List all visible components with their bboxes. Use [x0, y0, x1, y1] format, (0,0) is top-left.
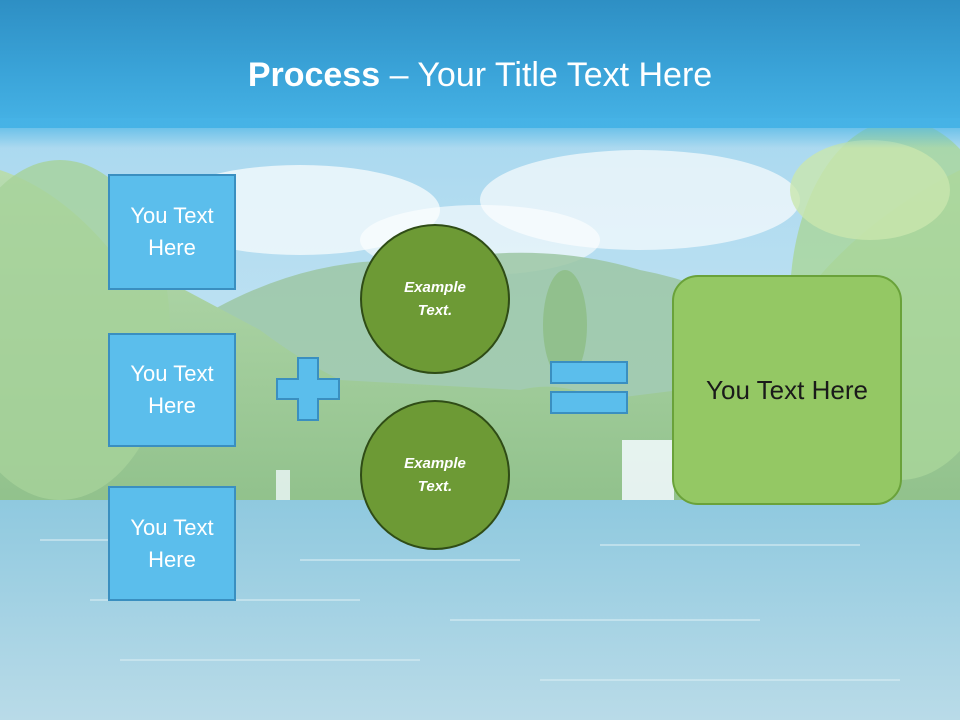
circle-label: Example Text.	[404, 455, 466, 495]
result-label: You Text Here	[706, 374, 868, 405]
input-box-label: You Text Here	[130, 514, 214, 572]
equals-icon	[550, 361, 628, 414]
input-box-label: You Text Here	[130, 361, 214, 418]
input-box-1: You Text Here	[108, 174, 236, 290]
result-box: You Text Here	[672, 275, 902, 505]
input-box-3: You Text Here	[108, 486, 236, 601]
slide-title: Process – Your Title Text Here	[0, 54, 960, 96]
plus-icon	[276, 357, 340, 421]
title-band	[0, 0, 960, 128]
example-circle-2: Example Text.	[360, 400, 510, 550]
title-bold: Process	[247, 56, 381, 94]
title-band-fade	[0, 118, 960, 148]
input-box-label: You Text Here	[130, 203, 214, 260]
title-text: Your Title Text Here	[417, 56, 713, 94]
circle-label: Example Text.	[404, 279, 466, 319]
input-box-2: You Text Here	[108, 333, 236, 447]
example-circle-1: Example Text.	[360, 224, 510, 374]
title-separator: –	[389, 56, 409, 94]
